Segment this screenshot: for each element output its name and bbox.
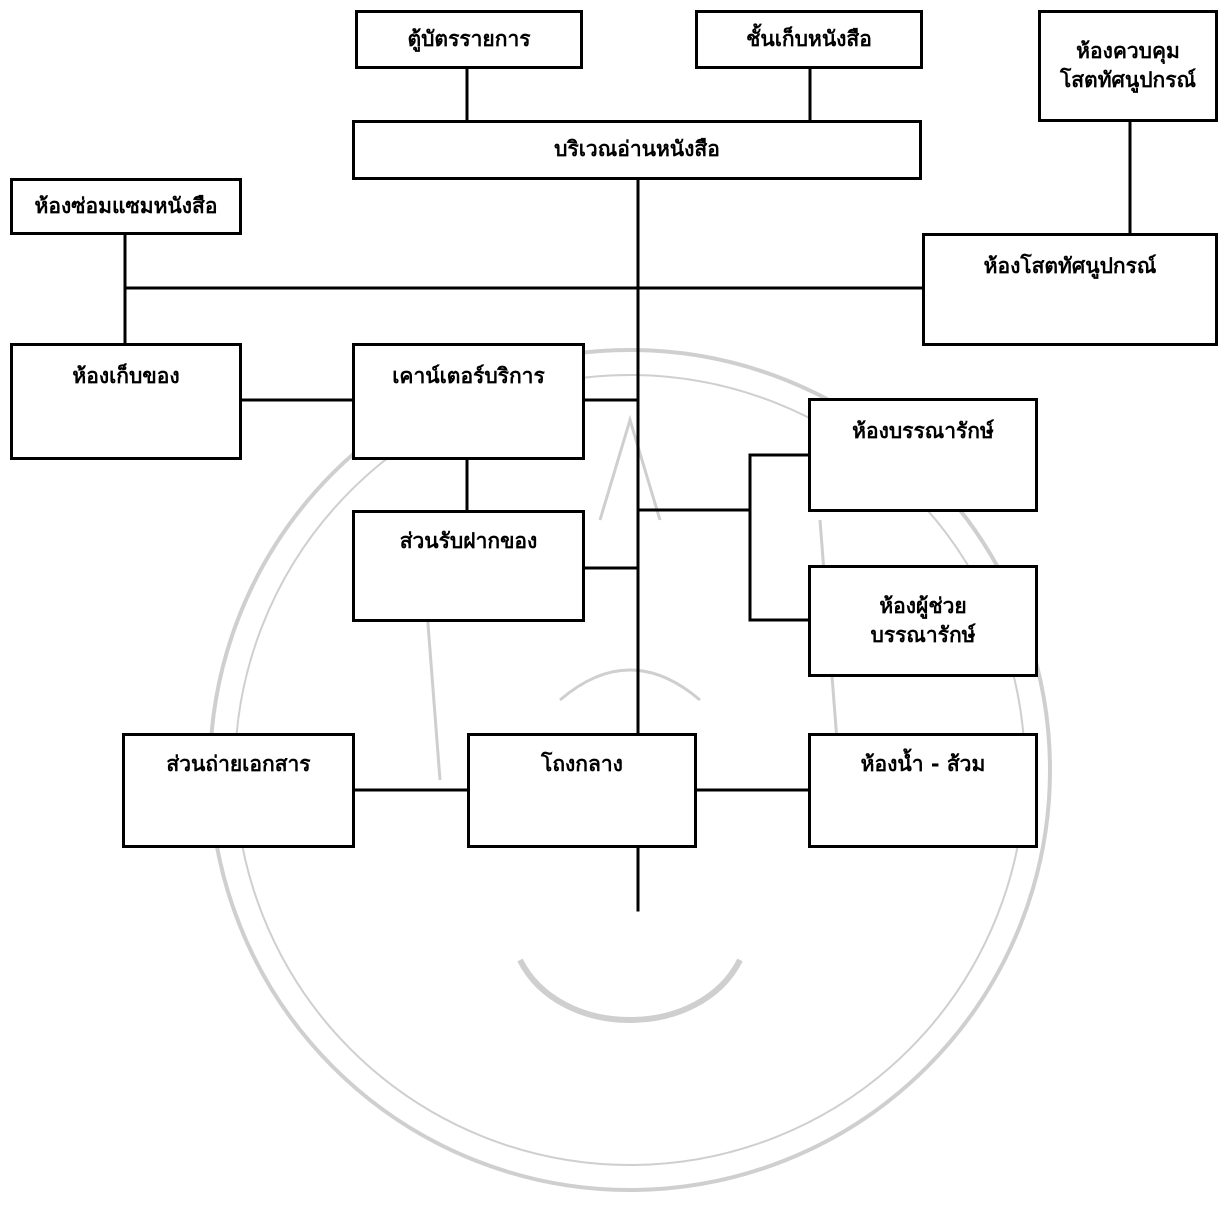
node-restroom-label: ห้องน้ำ - ส้วม bbox=[860, 752, 986, 776]
node-service-counter: เคาน์เตอร์บริการ bbox=[352, 343, 585, 460]
node-book-repair: ห้องซ่อมแซมหนังสือ bbox=[10, 178, 242, 235]
node-av-control-line1: ห้องควบคุม bbox=[1076, 38, 1180, 63]
node-book-repair-label: ห้องซ่อมแซมหนังสือ bbox=[34, 193, 218, 218]
node-central-hall-label: โถงกลาง bbox=[541, 752, 623, 776]
node-photocopy: ส่วนถ่ายเอกสาร bbox=[122, 733, 355, 848]
node-librarian-label: ห้องบรรณารักษ์ bbox=[852, 419, 994, 443]
node-bag-deposit: ส่วนรับฝากของ bbox=[352, 510, 585, 622]
node-reading-area: บริเวณอ่านหนังสือ bbox=[352, 120, 922, 180]
node-asst-librarian: ห้องผู้ช่วย บรรณารักษ์ bbox=[808, 565, 1038, 677]
node-storage-label: ห้องเก็บของ bbox=[72, 364, 180, 388]
node-central-hall: โถงกลาง bbox=[467, 733, 697, 848]
node-shelves: ชั้นเก็บหนังสือ bbox=[695, 10, 923, 69]
node-service-counter-label: เคาน์เตอร์บริการ bbox=[392, 364, 545, 388]
node-asst-librarian-line1: ห้องผู้ช่วย bbox=[879, 593, 967, 618]
node-av-room-label: ห้องโสตทัศนูปกรณ์ bbox=[983, 254, 1157, 278]
node-restroom: ห้องน้ำ - ส้วม bbox=[808, 733, 1038, 848]
node-shelves-label: ชั้นเก็บหนังสือ bbox=[746, 26, 872, 51]
node-bag-deposit-label: ส่วนรับฝากของ bbox=[399, 529, 538, 553]
node-av-control-line2: โสตทัศนูปกรณ์ bbox=[1059, 68, 1197, 92]
node-photocopy-label: ส่วนถ่ายเอกสาร bbox=[166, 752, 311, 776]
node-av-room: ห้องโสตทัศนูปกรณ์ bbox=[922, 233, 1218, 346]
node-reading-area-label: บริเวณอ่านหนังสือ bbox=[554, 137, 720, 162]
node-av-control: ห้องควบคุม โสตทัศนูปกรณ์ bbox=[1038, 10, 1218, 122]
node-asst-librarian-line2: บรรณารักษ์ bbox=[870, 623, 976, 647]
node-librarian: ห้องบรรณารักษ์ bbox=[808, 398, 1038, 512]
node-catalog-label: ตู้บัตรรายการ bbox=[407, 26, 531, 51]
node-storage: ห้องเก็บของ bbox=[10, 343, 242, 460]
node-catalog: ตู้บัตรรายการ bbox=[355, 10, 583, 69]
